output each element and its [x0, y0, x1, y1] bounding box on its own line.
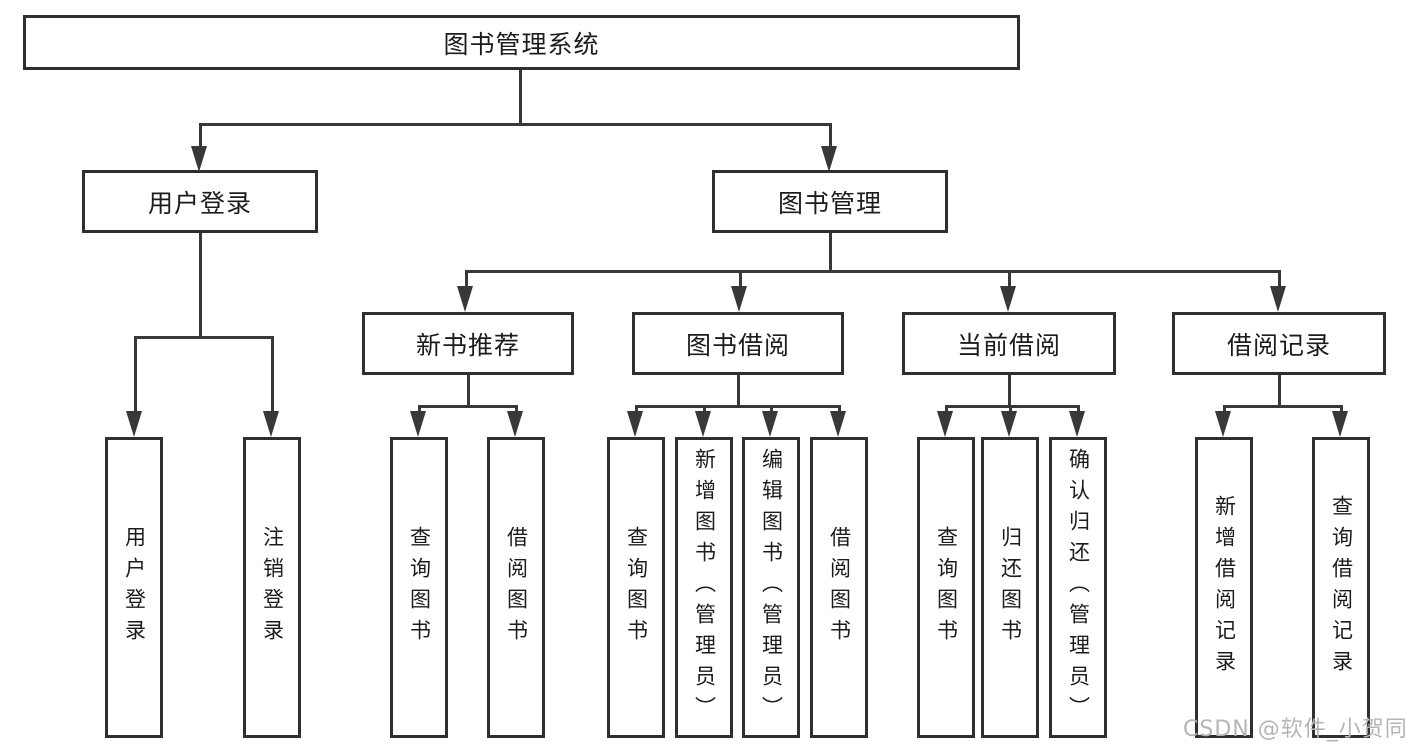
leaf-query-books: 查询图书 — [390, 437, 448, 738]
leaf-label: 编辑图书（管理员） — [759, 448, 784, 727]
leaf-label: 新增借阅记录 — [1212, 494, 1237, 681]
leaf-label: 用户登录 — [122, 525, 147, 650]
arrow-down-icon — [762, 411, 778, 437]
arrow-down-icon — [695, 411, 711, 437]
connector-tail — [829, 123, 832, 146]
connector-bar — [134, 336, 274, 339]
node-label: 新书推荐 — [415, 330, 520, 360]
arrow-down-icon — [457, 286, 473, 312]
connector-root-stub — [519, 70, 522, 123]
leaf-logout: 注销登录 — [243, 437, 301, 738]
connector-stub — [467, 375, 470, 405]
leaf-label: 新增图书（管理员） — [692, 448, 717, 727]
connector-tail — [1077, 405, 1080, 411]
node-root-label: 图书管理系统 — [443, 29, 600, 59]
node-label: 借阅记录 — [1226, 330, 1331, 360]
connector-stub — [1008, 375, 1011, 405]
leaf-confirm-return-admin: 确认归还（管理员） — [1049, 437, 1107, 738]
leaf-label: 确认归还（管理员） — [1066, 448, 1091, 727]
node-label: 图书借阅 — [685, 330, 790, 360]
arrow-down-icon — [1069, 411, 1085, 437]
connector-tail — [1008, 270, 1011, 286]
leaf-label: 查询借阅记录 — [1329, 494, 1354, 681]
connector-bar — [1223, 405, 1343, 408]
connector-bar — [465, 270, 1281, 273]
leaf-query-books: 查询图书 — [607, 437, 665, 738]
connector-tail — [1223, 405, 1226, 411]
connector-tail — [1340, 405, 1343, 411]
leaf-label: 借阅图书 — [827, 525, 852, 650]
node-user-login: 用户登录 — [82, 170, 318, 233]
connector-tail — [1009, 405, 1012, 411]
connector-bar — [945, 405, 1080, 408]
leaf-return-books: 归还图书 — [981, 437, 1039, 738]
leaf-label: 查询图书 — [624, 525, 649, 650]
connector-tail — [465, 270, 468, 286]
leaf-label: 注销登录 — [260, 525, 285, 650]
node-label: 当前借阅 — [956, 330, 1061, 360]
connector-tail — [703, 405, 706, 411]
leaf-query-borrow-record: 查询借阅记录 — [1312, 437, 1370, 738]
arrow-down-icon — [731, 286, 747, 312]
node-new-book-recommend: 新书推荐 — [362, 312, 574, 375]
connector-tail — [635, 405, 638, 411]
connector-stub — [737, 375, 740, 405]
leaf-borrow-books: 借阅图书 — [810, 437, 868, 738]
connector-tail — [1278, 270, 1281, 286]
connector-tail — [739, 270, 742, 286]
node-root: 图书管理系统 — [23, 15, 1020, 70]
arrow-down-icon — [1215, 411, 1231, 437]
connector-tail — [271, 336, 274, 411]
arrow-down-icon — [627, 411, 643, 437]
leaf-borrow-books: 借阅图书 — [487, 437, 545, 738]
node-book-management: 图书管理 — [712, 170, 948, 233]
connector-stub — [199, 233, 202, 336]
arrow-down-icon — [1270, 286, 1286, 312]
leaf-label: 归还图书 — [998, 525, 1023, 650]
arrow-down-icon — [263, 411, 279, 437]
connector-bar — [418, 405, 518, 408]
arrow-down-icon — [937, 411, 953, 437]
arrow-down-icon — [507, 411, 523, 437]
connector-tail — [418, 405, 421, 411]
connector-bar — [635, 405, 841, 408]
arrow-down-icon — [1001, 411, 1017, 437]
leaf-user-login: 用户登录 — [105, 437, 163, 738]
watermark: CSDN @软件_小贺同学 — [1183, 717, 1405, 742]
connector-tail — [770, 405, 773, 411]
node-user-login-label: 用户登录 — [147, 188, 252, 218]
leaf-label: 借阅图书 — [504, 525, 529, 650]
node-borrow-records: 借阅记录 — [1172, 312, 1386, 375]
arrow-down-icon — [821, 146, 837, 172]
connector-stub — [829, 233, 832, 272]
connector-stub — [1278, 375, 1281, 405]
node-current-borrow: 当前借阅 — [902, 312, 1116, 375]
leaf-add-borrow-record: 新增借阅记录 — [1195, 437, 1253, 738]
connector-tail — [199, 123, 202, 146]
arrow-down-icon — [126, 411, 142, 437]
leaf-label: 查询图书 — [407, 525, 432, 650]
connector-tail — [945, 405, 948, 411]
node-book-management-label: 图书管理 — [777, 188, 882, 218]
connector-tail — [838, 405, 841, 411]
arrow-down-icon — [1000, 286, 1016, 312]
connector-root-bar — [199, 123, 832, 126]
leaf-label: 查询图书 — [934, 525, 959, 650]
arrow-down-icon — [410, 411, 426, 437]
arrow-down-icon — [1332, 411, 1348, 437]
connector-tail — [134, 336, 137, 411]
connector-tail — [515, 405, 518, 411]
leaf-query-books: 查询图书 — [917, 437, 975, 738]
arrow-down-icon — [830, 411, 846, 437]
leaf-add-book-admin: 新增图书（管理员） — [675, 437, 733, 738]
node-book-borrow: 图书借阅 — [632, 312, 844, 375]
leaf-edit-book-admin: 编辑图书（管理员） — [742, 437, 800, 738]
arrow-down-icon — [191, 146, 207, 172]
